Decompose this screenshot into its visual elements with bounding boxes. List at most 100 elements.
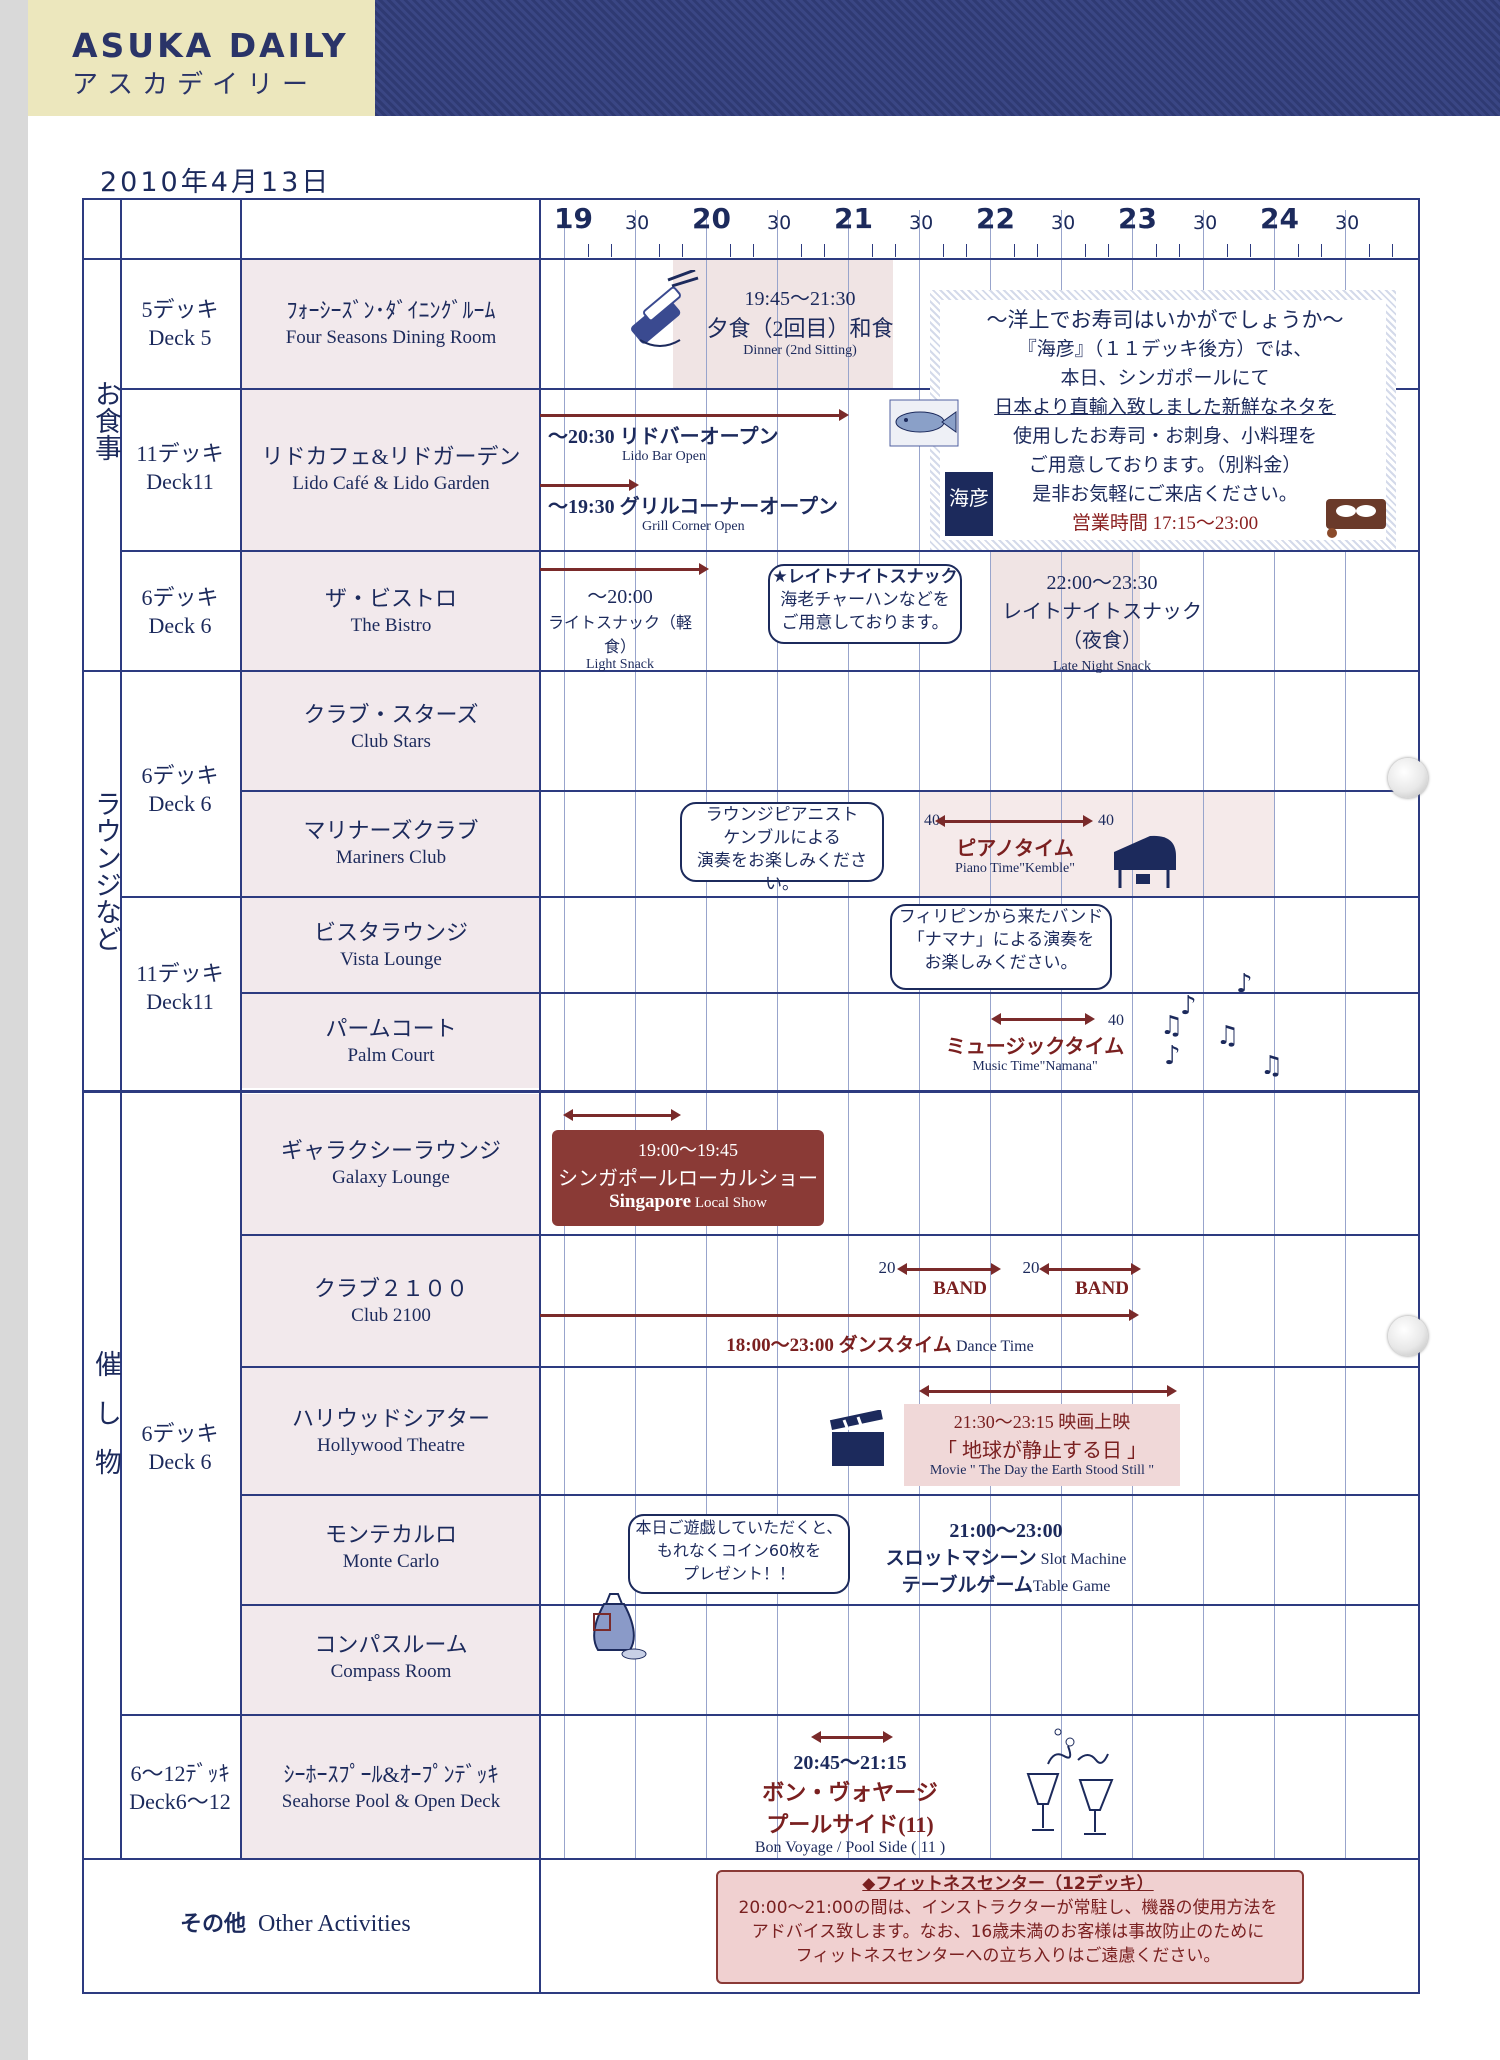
- venue-cell-shade: [242, 994, 540, 1088]
- venue-jp: クラブ・スターズ: [303, 702, 479, 727]
- tick: [588, 244, 589, 257]
- half-hour-label: 30: [1193, 212, 1218, 234]
- deck-en: Deck 5: [148, 325, 212, 350]
- tick: [1250, 244, 1251, 257]
- deck-cell: 5デッキ Deck 5: [122, 296, 238, 352]
- bubble-line: 演奏をお楽しみください。: [697, 851, 867, 894]
- tick: [611, 244, 612, 257]
- gridline-19: [564, 210, 565, 1860]
- bubble-line: もれなくコイン60枚を: [656, 1541, 822, 1560]
- grill-event: ～19:30 グリルコーナーオープン Grill Corner Open: [548, 490, 908, 535]
- late-snack-bubble: ★レイトナイトスナック 海老チャーハンなどを ご用意しております。: [768, 564, 962, 644]
- row-divider: [240, 1366, 1418, 1368]
- venue-cell-shade: [242, 792, 540, 896]
- svg-text:♫: ♫: [1260, 1051, 1283, 1081]
- scan-shadow: [0, 0, 28, 2060]
- piano-event: ピアノタイム Piano Time"Kemble": [920, 832, 1110, 877]
- binder-hole: [1388, 1316, 1428, 1356]
- venue-jp: パームコート: [325, 1016, 457, 1041]
- venue-jp: ハリウッドシアター: [291, 1406, 490, 1431]
- music-en: Music Time"Namana": [972, 1059, 1098, 1074]
- galaxy-show-box: 19:00～19:45 シンガポールローカルショー Singapore Loca…: [552, 1130, 824, 1226]
- category-lounge-label: ラウンジなど: [90, 790, 121, 952]
- tick: [872, 244, 873, 257]
- slot-time: 21:00～23:00: [949, 1520, 1063, 1542]
- table-border-right: [1418, 198, 1420, 1994]
- hour-label: 23: [1118, 202, 1157, 235]
- umihiko-logo: 海彦: [945, 472, 993, 536]
- light-snack-jp: ライトスナック（軽食）: [547, 615, 692, 656]
- late-snack-block: [990, 552, 1140, 670]
- svg-text:♪: ♪: [1164, 1041, 1181, 1071]
- piano-en: Piano Time"Kemble": [955, 861, 1075, 876]
- section-divider: [82, 1090, 1420, 1093]
- sushi-hours: 営業時間 17:15～23:00: [1071, 513, 1259, 534]
- bubble-line: ラウンジピアニスト: [705, 805, 859, 825]
- bubble-line: 海老チャーハンなどを: [780, 590, 950, 610]
- venue-cell-shade: [242, 1094, 540, 1234]
- fish-icon: [889, 399, 959, 447]
- venue-jp: ビスタラウンジ: [313, 920, 468, 945]
- gridline-20: [706, 210, 707, 1860]
- clapperboard-icon: [829, 1410, 884, 1466]
- tick: [1037, 244, 1038, 257]
- pianist-bubble: ラウンジピアニスト ケンブルによる 演奏をお楽しみください。: [680, 802, 884, 894]
- venue-cell-shade: [242, 898, 540, 992]
- row-divider: [120, 896, 1418, 898]
- gridline-2430: [1345, 210, 1346, 1860]
- slot-event: 21:00～23:00 スロットマシーン Slot Machine テーブルゲー…: [876, 1514, 1136, 1597]
- venue-galaxy: ギャラクシーラウンジ Galaxy Lounge: [242, 1136, 540, 1190]
- binder-hole: [1388, 758, 1428, 798]
- dinner-block: [673, 260, 893, 388]
- bon-voyage-jp1: ボン・ヴォヤージ: [762, 1780, 938, 1805]
- tick: [1298, 244, 1299, 257]
- music-event: ミュージックタイム Music Time"Namana": [940, 1030, 1130, 1075]
- grill-jp: ～19:30 グリルコーナーオープン: [548, 496, 839, 518]
- venue-en: Lido Café & Lido Garden: [292, 473, 490, 494]
- grill-en: Grill Corner Open: [642, 519, 745, 534]
- svg-text:♫: ♫: [1216, 1021, 1239, 1051]
- row-divider: [82, 258, 1420, 260]
- tick: [943, 244, 944, 257]
- tick: [1227, 244, 1228, 257]
- header-brand-panel: [28, 0, 375, 116]
- sushi-line: ご用意しております。（別料金）: [1028, 455, 1302, 476]
- venue-lido: リドカフェ&リドガーデン Lido Café & Lido Garden: [242, 442, 540, 496]
- brand-title-en: ASUKA DAILY: [72, 26, 349, 65]
- deck-en: Deck 6: [148, 613, 212, 638]
- sushi-ad-inner: [940, 300, 1386, 540]
- lido-bar-jp: ～20:30 リドバーオープン: [548, 426, 779, 448]
- venue-jp: ギャラクシーラウンジ: [280, 1138, 501, 1163]
- hour-label: 22: [976, 202, 1015, 235]
- row-divider: [120, 1714, 1418, 1716]
- venue-jp: ﾌｫｰｼｰｽﾞﾝ･ﾀﾞｲﾆﾝｸﾞﾙｰﾑ: [286, 298, 496, 323]
- deck-jp: 6デッキ: [141, 763, 219, 788]
- fitness-box: [716, 1870, 1304, 1984]
- deck-jp: 5デッキ: [141, 297, 219, 322]
- tick: [1369, 244, 1370, 257]
- other-cell: [84, 1860, 540, 1992]
- tick: [801, 244, 802, 257]
- venue-jp: マリナーズクラブ: [303, 818, 479, 843]
- late-snack-jp: レイトナイトスナック（夜食）: [1002, 601, 1202, 652]
- table-border-top: [82, 198, 1420, 200]
- category-dining: お食事: [83, 380, 123, 475]
- fitness-text: ◆フィットネスセンター（12デッキ） 20:00～21:00の間は、インストラク…: [716, 1872, 1300, 1968]
- gridline-24: [1274, 210, 1275, 1860]
- tick: [730, 244, 731, 257]
- deck-jp: 6デッキ: [141, 1421, 219, 1446]
- champagne-toast-icon: [1026, 1728, 1114, 1835]
- venue-en: Galaxy Lounge: [332, 1167, 450, 1188]
- venue-en: Compass Room: [330, 1661, 452, 1682]
- tick: [1014, 244, 1015, 257]
- venue-cell-shade: [242, 1368, 540, 1494]
- music-end-minute: 40: [1108, 1012, 1124, 1029]
- venue-jp: リドカフェ&リドガーデン: [261, 444, 521, 469]
